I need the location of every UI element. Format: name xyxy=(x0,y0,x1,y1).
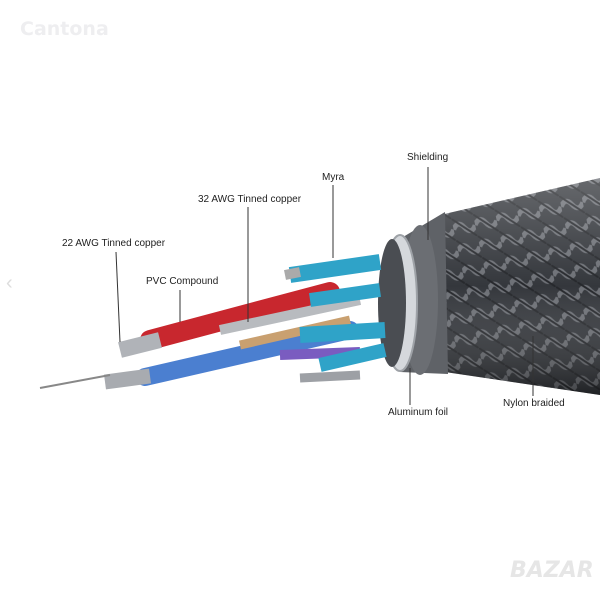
chevron-left-icon[interactable]: ‹ xyxy=(6,272,13,294)
nylon-braid-jacket xyxy=(440,178,600,395)
watermark-cantona: Cantona xyxy=(20,18,109,40)
label-myra: Myra xyxy=(322,172,345,183)
label-nylon-braided: Nylon braided xyxy=(503,398,565,409)
label-pvc: PVC Compound xyxy=(146,276,219,287)
label-22awg: 22 AWG Tinned copper xyxy=(62,238,166,249)
label-32awg: 32 AWG Tinned copper xyxy=(198,194,302,205)
inner-wires xyxy=(39,254,387,390)
label-shielding: Shielding xyxy=(407,152,449,163)
watermark-bazar: BAZAR xyxy=(510,558,594,583)
label-aluminum-foil: Aluminum foil xyxy=(388,407,449,418)
leader-lines xyxy=(115,167,534,405)
